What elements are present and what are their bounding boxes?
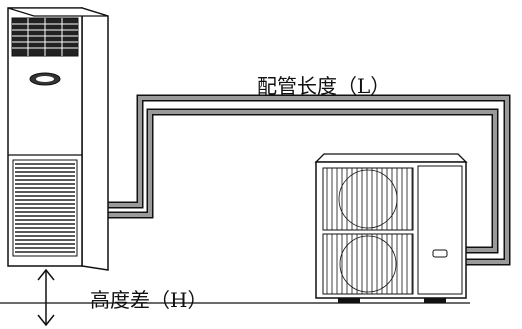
height-difference-arrow (37, 268, 55, 327)
outdoor-unit (314, 153, 468, 303)
height-difference-label: 高度差（H） (90, 288, 208, 312)
fan-grille-bottom (326, 234, 413, 294)
service-handle (432, 249, 448, 258)
indoor-unit (7, 6, 109, 271)
fan-grille-top (326, 168, 413, 230)
pipe-length-label: 配管长度（L） (257, 74, 391, 98)
refrigerant-pipes (108, 94, 511, 266)
